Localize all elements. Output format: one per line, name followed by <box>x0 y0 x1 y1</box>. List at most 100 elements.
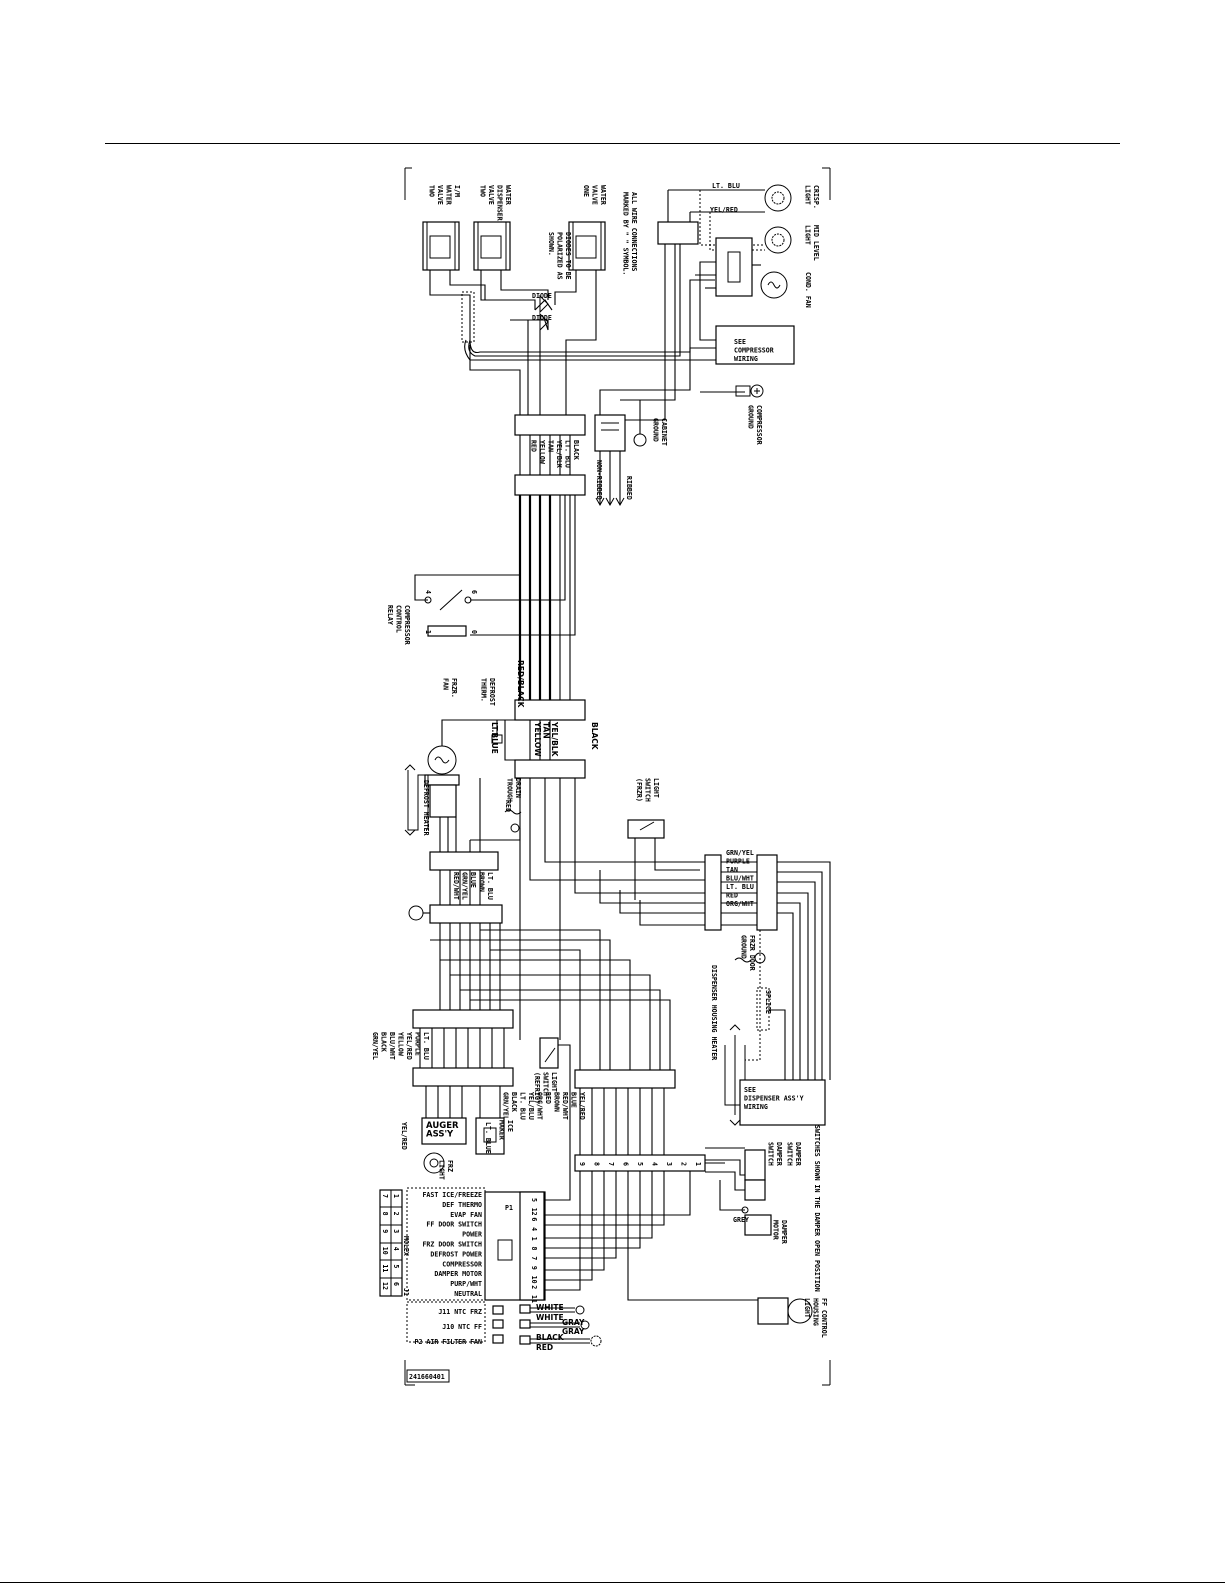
label-upper-connector-colors: BLACKLT. BLUYEL/BLKTANYELLOWRED <box>530 440 581 468</box>
label-splice: SPLICE <box>764 990 772 1014</box>
sensor-wire-label: GRAY <box>562 1327 585 1336</box>
molex-pin-bottom: 3 <box>392 1229 400 1233</box>
label-mid-connector-colors: YEL/BLKTANYELLOW <box>533 721 559 758</box>
part-number-box <box>406 1369 450 1383</box>
defrost-heater <box>404 764 429 836</box>
label-light-switch-frzr: LIGHTSWITCH(FRZR) <box>635 778 660 802</box>
p1-label: FF DOOR SWITCH <box>426 1221 482 1229</box>
molex-pin-bottom: 2 <box>392 1212 400 1216</box>
label-lower-left-colors: LT. BLUPURPLEYEL/REDYELLOWBLU/WHTBLACKGR… <box>371 1032 430 1060</box>
sensor-wire-label: WHITE <box>536 1303 564 1312</box>
compressor-ground <box>700 384 764 398</box>
j-label: J10 NTC FF <box>442 1323 482 1331</box>
label-grey: GREY <box>733 1216 749 1224</box>
label-water-valve-one: WATERVALVEONE <box>582 185 607 205</box>
dispenser-wiring-box <box>739 1079 826 1126</box>
label-compressor-relay: COMPRESSORCONTROLRELAY <box>386 605 411 645</box>
p1-label: NEUTRAL <box>454 1290 482 1298</box>
molex-pin-top: 11 <box>381 1264 389 1272</box>
p1-label: FRZ DOOR SWITCH <box>422 1241 482 1249</box>
damper-switches <box>705 1147 766 1201</box>
bottom-pin: 6 <box>622 1162 630 1166</box>
label-cabinet-ground: CABINETGROUND <box>652 418 669 446</box>
cond-fan <box>695 237 788 341</box>
p1-pin: 2 <box>530 1285 538 1289</box>
right-connector <box>704 854 831 1080</box>
label-ice-water-valve: I/MWATERVALVETWO <box>428 185 462 205</box>
sensor-wire-label: GRAY <box>562 1318 585 1327</box>
diode-symbols <box>539 294 549 332</box>
label-water-dispenser-valve: WATERDISPENSERVALVETWO <box>479 185 513 221</box>
p1-pin: 12 <box>530 1208 538 1216</box>
rotated-text: I/MWATERVALVETWO WATERDISPENSERVALVETWO … <box>371 182 828 1338</box>
ribbed-plugs <box>595 451 625 507</box>
p1-pin: 10 <box>530 1276 538 1284</box>
bottom-pin: 7 <box>607 1162 615 1166</box>
main-bundle <box>470 495 576 700</box>
label-frzr-fan: FRZR.FAN <box>442 678 459 698</box>
label-compressor-ground: COMPRESSORGROUND <box>747 405 764 445</box>
molex-pin-top: 12 <box>381 1282 389 1290</box>
p1-label: COMPRESSOR <box>442 1260 482 1268</box>
molex-pin-top: 9 <box>381 1229 389 1233</box>
label-frzr-door-ground: FRZR DOORGROUND <box>740 935 757 971</box>
frzr-door-ground <box>734 930 766 1061</box>
p1-pin: 9 <box>530 1266 538 1270</box>
molex-pin-bottom: 4 <box>392 1247 400 1251</box>
sensor-wire-label: RED <box>536 1343 553 1352</box>
label-mid-level-light: MID LEVELLIGHT <box>804 225 821 261</box>
molex-grid <box>379 1189 403 1297</box>
label-black: BLACK <box>590 722 599 751</box>
molex-pin-top: 7 <box>381 1194 389 1198</box>
mid-to-right-wires <box>519 778 705 1040</box>
bottom-pin: 3 <box>665 1162 673 1166</box>
p1-label: FAST ICE/FREEZE <box>422 1191 482 1199</box>
label-relay-6: 6 <box>470 590 478 594</box>
molex-pin-top: 10 <box>381 1247 389 1255</box>
light-switch-refrig <box>539 1037 571 1150</box>
molex-title: MOLEX <box>402 1236 410 1256</box>
valve-water-one <box>568 221 606 271</box>
label-dispenser-housing-heater: DISPENSER HOUSING HEATER <box>710 965 718 1060</box>
freezer-grid-wires <box>430 923 671 1070</box>
bottom-pin: 1 <box>694 1162 702 1166</box>
p1-pin: 6 <box>530 1217 538 1221</box>
label-relay-4: 4 <box>424 590 432 594</box>
p1-label: EVAP FAN <box>450 1211 482 1219</box>
label-frz-light: FRZLIGHT <box>438 1160 455 1180</box>
label-wire-note: ALL WIRE CONNECTIONSMARKED BY " " SYMBOL… <box>622 192 639 275</box>
frzr-fan <box>424 719 515 818</box>
j1-title: J1 <box>402 1288 410 1296</box>
p1-pin: 11 <box>530 1295 538 1303</box>
label-cond-fan: COND. FAN <box>804 272 812 308</box>
label-damper-switch-2: DAMPERSWITCH <box>786 1142 803 1166</box>
j-label: J11 NTC FRZ <box>438 1308 482 1316</box>
p1-label-box <box>406 1187 486 1343</box>
j-label: P2 AIR FILTER FAN <box>415 1338 483 1346</box>
label-frzr-connector-colors: LT. BLUBROWNBLUEGRN/YELRED/WHT <box>452 872 494 900</box>
auger-assembly <box>421 1086 467 1174</box>
bottom-pin: 4 <box>651 1162 659 1166</box>
label-lt-blue-1: LT.BLUE <box>490 722 499 754</box>
light-switch-frzr <box>627 819 700 900</box>
label-drain-trough: DRAINTROUGH <box>506 778 523 802</box>
label-ribbed: RIBBED <box>625 476 633 500</box>
crisp-light <box>764 184 792 212</box>
sensor-wire-label: BLACK <box>536 1333 565 1342</box>
j-connector-labels: J11 NTC FRZ J10 NTC FF P2 AIR FILTER FAN <box>415 1308 483 1346</box>
label-diode-2: DIODE <box>532 314 552 322</box>
label-relay-0: 0 <box>470 630 478 634</box>
label-damper-switch: DAMPERSWITCH <box>767 1142 784 1166</box>
label-damper-motor: DAMPERMOTOR <box>772 1220 789 1244</box>
label-switches-note: SWITCHES SHOWN IN THE DAMPER OPEN POSITI… <box>813 1125 821 1292</box>
light-wires <box>612 189 765 421</box>
p1-label: POWER <box>462 1231 482 1239</box>
p1-label: DEFROST POWER <box>430 1250 482 1258</box>
